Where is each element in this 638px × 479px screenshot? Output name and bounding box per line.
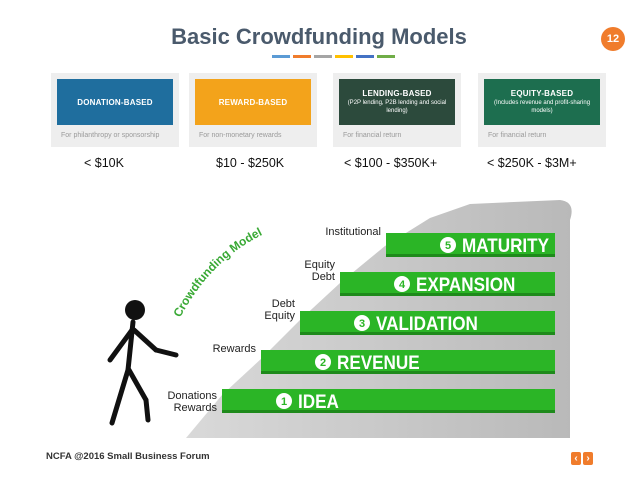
model-name: EQUITY-BASED bbox=[510, 89, 574, 98]
stair-step-shadow bbox=[261, 371, 555, 374]
stair-step-shadow bbox=[300, 332, 555, 335]
step-name: REVENUE bbox=[337, 352, 420, 373]
funding-label: Rewards bbox=[174, 402, 218, 414]
stair-step-shadow bbox=[340, 293, 555, 296]
model-purpose: For philanthropy or sponsorship bbox=[61, 132, 160, 139]
footer-text: NCFA @2016 Small Business Forum bbox=[46, 451, 210, 462]
step-number: 1 bbox=[281, 396, 287, 408]
step-number-badge bbox=[394, 276, 410, 292]
title-underline-segment bbox=[356, 55, 374, 58]
funding-range-equity: < $250K - $3M+ bbox=[487, 156, 577, 170]
model-subtitle: (Includes revenue and profit-sharing mod… bbox=[493, 100, 591, 114]
slide-nav: ‹ › bbox=[571, 452, 593, 465]
next-slide-button[interactable]: › bbox=[583, 452, 593, 465]
page-number-badge: 12 bbox=[601, 27, 625, 51]
funding-label: Debt bbox=[272, 298, 295, 310]
title-underline-segment bbox=[272, 55, 290, 58]
title-underline-segment bbox=[293, 55, 311, 58]
funding-label: Equity bbox=[264, 310, 295, 322]
stair-step bbox=[300, 311, 555, 335]
model-name: DONATION-BASED bbox=[77, 97, 153, 107]
model-purpose: For non-monetary rewards bbox=[199, 132, 282, 139]
funding-range-reward: $10 - $250K bbox=[216, 156, 285, 170]
step-number: 4 bbox=[399, 279, 406, 291]
title-underline-segment bbox=[314, 55, 332, 58]
stair-step bbox=[386, 233, 555, 257]
funding-label: Rewards bbox=[213, 343, 257, 355]
step-number-badge bbox=[315, 354, 331, 370]
step-number-badge bbox=[354, 315, 370, 331]
model-card-lending: LENDING-BASED (P2P lending, P2B lending … bbox=[333, 73, 461, 147]
step-number-badge bbox=[440, 237, 456, 253]
model-card-header: EQUITY-BASED (Includes revenue and profi… bbox=[484, 79, 600, 125]
step-number: 5 bbox=[445, 240, 451, 252]
title-underline-segment bbox=[377, 55, 395, 58]
stick-figure bbox=[107, 300, 179, 426]
model-subtitle: (P2P lending, P2B lending and social len… bbox=[347, 100, 447, 114]
stair-step bbox=[340, 272, 555, 296]
model-card-donation: DONATION-BASED For philanthropy or spons… bbox=[51, 73, 179, 147]
curve-label: Crowdfunding Model bbox=[170, 225, 264, 320]
funding-range-donation: < $10K bbox=[84, 156, 124, 170]
model-card-header: REWARD-BASED bbox=[195, 79, 311, 125]
stair-step bbox=[261, 350, 555, 374]
stair-step-shadow bbox=[386, 254, 555, 257]
model-purpose: For financial return bbox=[343, 132, 402, 139]
funding-range-lending: < $100 - $350K+ bbox=[344, 156, 438, 170]
step-name: VALIDATION bbox=[376, 313, 478, 334]
title-underline-segment bbox=[335, 55, 353, 58]
funding-label: Debt bbox=[312, 271, 335, 283]
funding-label: Donations bbox=[167, 390, 217, 402]
funding-label: Institutional bbox=[325, 226, 381, 238]
step-name: EXPANSION bbox=[416, 274, 515, 295]
stair-step-shadow bbox=[222, 410, 555, 413]
step-number-badge bbox=[276, 393, 292, 409]
stair-step bbox=[222, 389, 555, 413]
step-name: MATURITY bbox=[462, 235, 549, 256]
funding-label: Equity bbox=[304, 259, 335, 271]
title-underline bbox=[272, 55, 395, 58]
prev-slide-button[interactable]: ‹ bbox=[571, 452, 581, 465]
model-card-header: DONATION-BASED bbox=[57, 79, 173, 125]
model-name: LENDING-BASED bbox=[362, 89, 432, 98]
model-card-equity: EQUITY-BASED (Includes revenue and profi… bbox=[478, 73, 606, 147]
step-number: 3 bbox=[359, 318, 365, 330]
model-purpose: For financial return bbox=[488, 132, 547, 139]
model-card-header: LENDING-BASED (P2P lending, P2B lending … bbox=[339, 79, 455, 125]
slide-title: Basic Crowdfunding Models bbox=[171, 24, 467, 49]
model-name: REWARD-BASED bbox=[218, 97, 288, 107]
step-number: 2 bbox=[320, 357, 326, 369]
model-card-reward: REWARD-BASED For non-monetary rewards bbox=[189, 73, 317, 147]
step-name: IDEA bbox=[298, 391, 339, 412]
